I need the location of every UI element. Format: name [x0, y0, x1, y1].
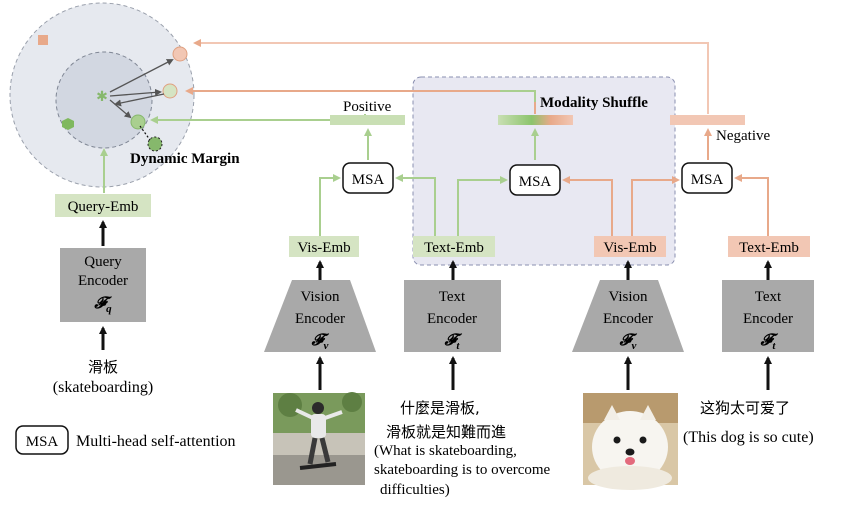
svg-text:Text-Emb: Text-Emb: [739, 240, 799, 256]
svg-text:Encoder: Encoder: [78, 273, 128, 289]
svg-text:Encoder: Encoder: [427, 311, 477, 327]
svg-text:Text-Emb: Text-Emb: [424, 240, 484, 256]
svg-text:MSA: MSA: [691, 172, 724, 188]
positive-point: [130, 114, 146, 130]
svg-text:MSA: MSA: [352, 172, 385, 188]
svg-text:Vis-Emb: Vis-Emb: [297, 240, 350, 256]
legend: MSA Multi-head self-attention: [15, 425, 236, 455]
svg-text:Encoder: Encoder: [603, 311, 653, 327]
query-anchor-marker: ✱: [96, 90, 108, 105]
svg-text:Encoder: Encoder: [743, 311, 793, 327]
negative-feedback-arrow: [193, 39, 709, 114]
skateboard-photo: [273, 392, 365, 485]
shuffle-embedding-bar: [498, 115, 573, 125]
negative-point-far: [172, 46, 188, 62]
legend-msa-box: [15, 425, 69, 455]
svg-text:MSA: MSA: [519, 174, 552, 190]
modality-shuffle-label: Modality Shuffle: [540, 95, 648, 111]
dynamic-margin-label: Dynamic Margin: [130, 151, 240, 167]
msa-box-positive: MSA: [342, 162, 394, 194]
svg-text:Query-Emb: Query-Emb: [68, 199, 139, 215]
svg-text:Text: Text: [755, 289, 782, 305]
positive-text-encoder: Text Encoder 𝓕t: [404, 280, 501, 352]
negative-vision-encoder: Vision Encoder 𝓕v: [572, 280, 684, 352]
negative-label: Negative: [716, 128, 770, 144]
dog-photo: [583, 393, 678, 490]
mixed-point: [162, 83, 178, 99]
negative-vis-embedding-box: Vis-Emb: [594, 236, 666, 257]
negative-text-chinese: 这狗太可爱了: [700, 399, 790, 417]
negative-text-english: (This dog is so cute): [683, 429, 814, 446]
positive-text-english-line1: (What is skateboarding,: [374, 443, 517, 459]
legend-description: Multi-head self-attention: [76, 433, 236, 450]
msa-box-shuffle: MSA: [509, 164, 561, 196]
positive-text-english-line2: skateboarding is to overcome: [374, 462, 551, 478]
svg-text:Vision: Vision: [300, 289, 340, 305]
green-hexagon-marker: [62, 118, 74, 130]
positive-text-chinese-line1: 什麼是滑板,: [400, 399, 480, 417]
positive-text-english-line3: difficulties): [380, 482, 450, 498]
query-embedding-box: Query-Emb: [55, 194, 151, 217]
positive-text-chinese-line2: 滑板就是知難而進: [386, 423, 506, 441]
svg-text:Vis-Emb: Vis-Emb: [603, 240, 656, 256]
negative-text-embedding-box: Text-Emb: [728, 236, 810, 257]
svg-text:Text: Text: [439, 289, 466, 305]
negative-embedding-bar: [670, 115, 745, 125]
query-input-english: (skateboarding): [53, 379, 153, 396]
msa-box-negative: MSA: [681, 162, 733, 194]
query-encoder: Query Encoder 𝓕q: [60, 248, 146, 322]
svg-text:Encoder: Encoder: [295, 311, 345, 327]
query-input-chinese: 滑板: [88, 358, 118, 376]
svg-text:MSA: MSA: [26, 434, 59, 450]
positive-label: Positive: [343, 99, 392, 115]
svg-text:Vision: Vision: [608, 289, 648, 305]
positive-text-embedding-box: Text-Emb: [413, 236, 495, 257]
margin-point: [147, 136, 163, 152]
negative-text-encoder: Text Encoder 𝓕t: [722, 280, 814, 352]
positive-embedding-bar: [330, 115, 405, 125]
svg-text:Query: Query: [84, 254, 122, 270]
positive-vis-embedding-box: Vis-Emb: [289, 236, 359, 257]
positive-vision-encoder: Vision Encoder 𝓕v: [264, 280, 376, 352]
outlier-square-marker: [38, 35, 48, 45]
shuffle-feedback-green-overlay: [500, 90, 536, 102]
embedding-space: ✱: [9, 2, 195, 188]
